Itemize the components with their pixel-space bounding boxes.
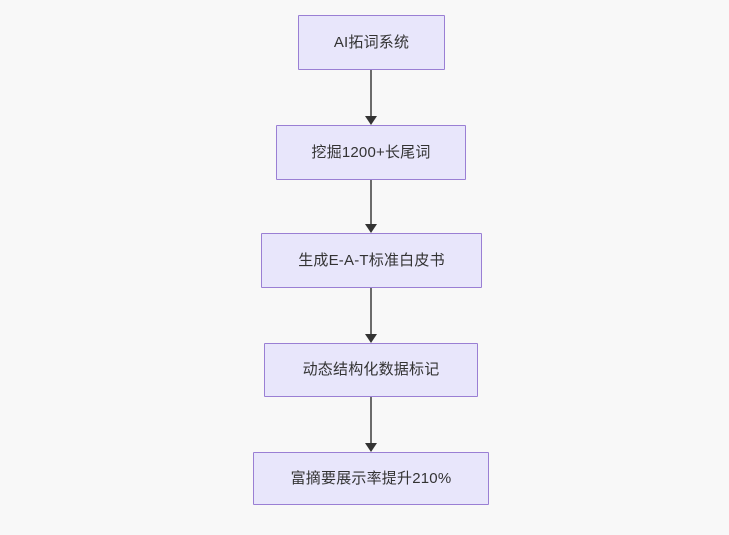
flow-node-n5[interactable]: 富摘要展示率提升210% (253, 452, 489, 505)
flow-node-label: AI拓词系统 (333, 33, 410, 51)
arrowhead-icon (365, 224, 377, 233)
flow-node-label: 动态结构化数据标记 (302, 361, 440, 378)
flow-node-n3[interactable]: 生成E-A-T标准白皮书 (261, 233, 482, 288)
flow-connector (361, 70, 381, 125)
flow-node-label: 富摘要展示率提升210% (290, 469, 452, 487)
flow-connector (361, 180, 381, 233)
arrowhead-icon (365, 116, 377, 125)
arrowhead-icon (365, 443, 377, 452)
arrowhead-icon (365, 334, 377, 343)
flow-node-n1[interactable]: AI拓词系统 (298, 15, 445, 70)
flow-node-n4[interactable]: 动态结构化数据标记 (264, 343, 478, 397)
flow-node-label: 生成E-A-T标准白皮书 (298, 251, 445, 269)
flow-connector (361, 397, 381, 452)
flow-node-label: 挖掘1200+长尾词 (311, 143, 431, 161)
flow-node-n2[interactable]: 挖掘1200+长尾词 (276, 125, 466, 180)
flow-connector (361, 288, 381, 343)
